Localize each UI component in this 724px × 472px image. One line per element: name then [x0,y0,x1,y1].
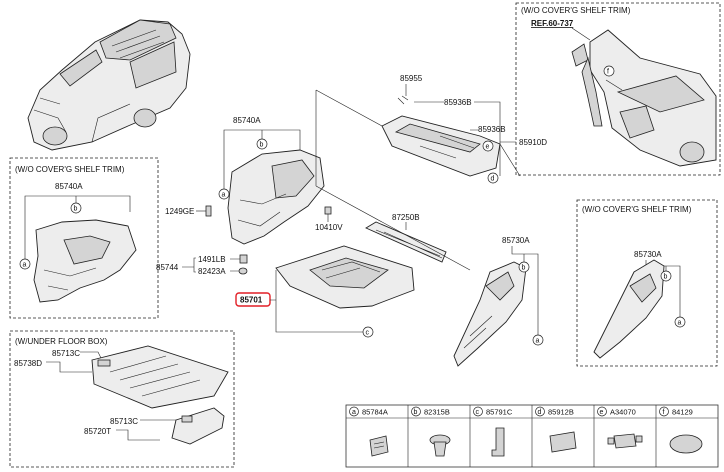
part-label-1491LB: 1491LB [198,255,226,264]
transverse-trim: 87250B [365,213,447,263]
box-title: (W/UNDER FLOOR BOX) [15,337,108,346]
callout-e [482,140,494,152]
part-label-85730A: 85730A [502,236,530,245]
car-front-illustration [27,19,191,151]
part-label-85910D: 85910D [519,138,547,147]
callout-b [70,202,82,214]
part-label-85701: 85701 [240,296,263,305]
legend-cell-a: a 85784A [349,406,389,457]
box-title: (W/O COVER'G SHELF TRIM) [15,165,125,174]
ref-label: REF.60-737 [531,19,574,28]
svg-text:d: d [491,176,495,183]
part-label-1249GE: 1249GE [165,207,194,216]
svg-text:e: e [600,409,604,416]
luggage-floor-covering: 85701 c [235,245,415,338]
svg-text:a: a [352,409,356,416]
callout-a [19,258,31,270]
svg-text:b: b [664,274,668,281]
svg-text:f: f [663,409,665,416]
legend-cell-c: c 85791C [473,406,513,457]
svg-text:b: b [260,142,264,149]
legend-cell-b: b 82315B [411,406,451,457]
svg-text:b: b [74,206,78,213]
right-side-trim: 85730A b a [315,185,544,367]
part-label-85738D: 85738D [14,359,42,368]
legend-part-number: 85791C [486,408,513,417]
svg-text:e: e [486,144,490,151]
part-label-85744: 85744 [156,263,179,272]
legend-part-number: A34070 [610,408,636,417]
callout-b [256,138,268,150]
callout-f [603,65,615,77]
part-label-85713C: 85713C [110,417,138,426]
box-right: (W/O COVER'G SHELF TRIM) 85730A b a [576,199,718,367]
part-label-85713C: 85713C [52,349,80,358]
luggage-side-trim: 85740A b a 1249GE 10410V 1491LB 85744 82… [156,116,343,276]
callout-d [487,172,499,184]
svg-text:a: a [23,262,27,269]
legend-part-number: 82315B [424,408,450,417]
svg-text:d: d [538,409,542,416]
legend-cell-d: d 85912B [535,406,577,453]
part-label-85740A: 85740A [55,182,83,191]
svg-text:b: b [522,265,526,272]
part-label-85936B: 85936B [444,98,472,107]
callout-a [218,188,230,200]
svg-text:c: c [366,330,370,337]
callout-b [518,261,530,273]
box-title: (W/O COVER'G SHELF TRIM) [521,6,631,15]
callout-c [362,326,374,338]
legend-cell-e: e A34070 [597,406,643,449]
legend-part-number: 85784A [362,408,388,417]
highlighted-part-box [235,292,271,307]
part-label-85936B: 85936B [478,125,506,134]
svg-text:a: a [222,192,226,199]
box-top-right: (W/O COVER'G SHELF TRIM) REF.60-737 f [515,2,721,176]
callout-a [674,316,686,328]
box-left: (W/O COVER'G SHELF TRIM) 85740A b a [9,157,159,319]
part-label-87250B: 87250B [392,213,420,222]
svg-text:c: c [476,409,480,416]
part-label-10410V: 10410V [315,223,343,232]
legend-part-number: 85912B [548,408,574,417]
svg-text:a: a [536,338,540,345]
part-label-85955: 85955 [400,74,423,83]
part-label-85720T: 85720T [84,427,111,436]
callout-b [660,270,672,282]
svg-text:a: a [678,320,682,327]
part-label-85740A: 85740A [233,116,261,125]
part-label-82423A: 82423A [198,267,226,276]
legend-cell-f: f 84129 [659,406,703,454]
svg-text:f: f [607,69,609,76]
box-under-floor: (W/UNDER FLOOR BOX) 85713C 85738D 85713C… [9,330,235,468]
fastener-legend-table: a 85784A b 82315B c 85791C d 85912B e [345,404,719,468]
callout-a [532,334,544,346]
box-title: (W/O COVER'G SHELF TRIM) [582,205,692,214]
part-label-85730A: 85730A [634,250,662,259]
svg-text:b: b [414,409,418,416]
cover-shelf: 85955 85936B 85936B 85910D e d [315,74,547,186]
legend-part-number: 84129 [672,408,693,417]
